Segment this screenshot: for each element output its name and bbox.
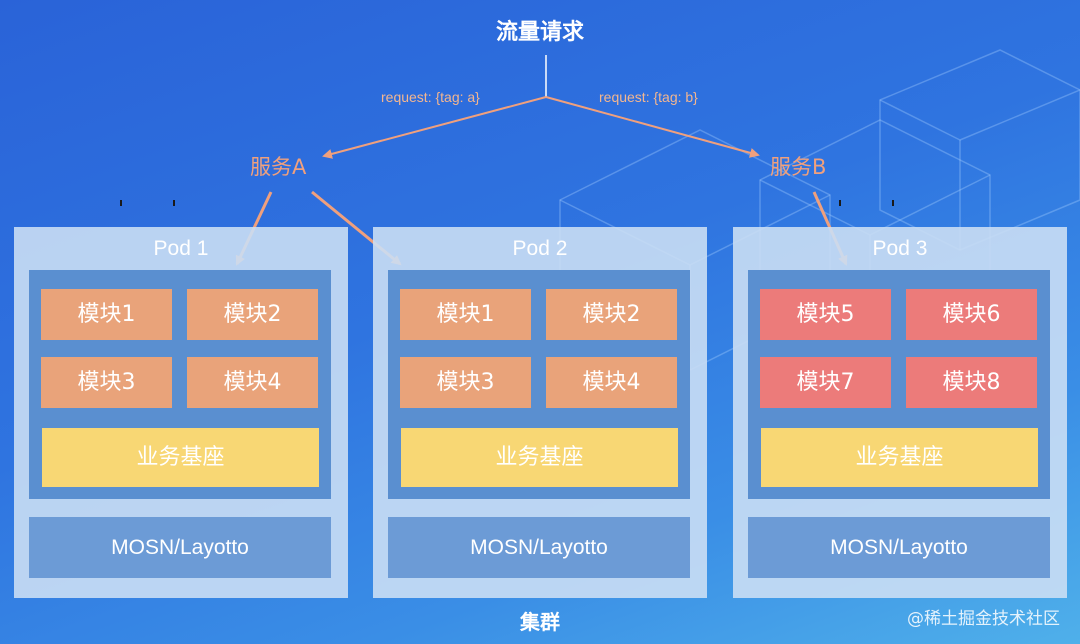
- module-block: 模块3: [41, 357, 172, 408]
- service-b-label: 服务B: [770, 155, 827, 179]
- service-a-label: 服务A: [250, 155, 307, 179]
- mosn-layotto-sidecar: MOSN/Layotto: [388, 517, 690, 578]
- traffic-request-title: 流量请求: [495, 20, 584, 45]
- tick-mark: [120, 200, 122, 206]
- module-container: 模块1 模块2 模块3 模块4 业务基座: [388, 270, 690, 499]
- module-block: 模块8: [906, 357, 1037, 408]
- mosn-layotto-sidecar: MOSN/Layotto: [29, 517, 331, 578]
- cluster-label: 集群: [520, 610, 560, 634]
- business-base: 业务基座: [401, 428, 678, 487]
- pod-label: Pod 1: [153, 237, 209, 260]
- pod-1: Pod 1 模块1 模块2 模块3 模块4 业务基座 MOSN/Layotto: [14, 227, 348, 598]
- pod-3: Pod 3 模块5 模块6 模块7 模块8 业务基座 MOSN/Layotto: [733, 227, 1067, 598]
- module-block: 模块6: [906, 289, 1037, 340]
- module-block: 模块1: [400, 289, 531, 340]
- pod-label: Pod 3: [872, 237, 928, 260]
- pod-2: Pod 2 模块1 模块2 模块3 模块4 业务基座 MOSN/Layotto: [373, 227, 707, 598]
- module-container: 模块1 模块2 模块3 模块4 业务基座: [29, 270, 331, 499]
- module-block: 模块2: [187, 289, 318, 340]
- request-tag-b-label: request: {tag: b}: [599, 89, 698, 105]
- tick-mark: [173, 200, 175, 206]
- business-base: 业务基座: [42, 428, 319, 487]
- module-block: 模块4: [546, 357, 677, 408]
- module-block: 模块7: [760, 357, 891, 408]
- module-container: 模块5 模块6 模块7 模块8 业务基座: [748, 270, 1050, 499]
- business-base: 业务基座: [761, 428, 1038, 487]
- module-block: 模块3: [400, 357, 531, 408]
- request-tag-a-label: request: {tag: a}: [381, 89, 480, 105]
- tick-mark: [892, 200, 894, 206]
- arrow-to-service-a: [322, 96, 547, 159]
- module-block: 模块1: [41, 289, 172, 340]
- module-block: 模块2: [546, 289, 677, 340]
- module-block: 模块5: [760, 289, 891, 340]
- pod-label: Pod 2: [512, 237, 568, 260]
- watermark: @稀土掘金技术社区: [907, 609, 1060, 629]
- tick-mark: [839, 200, 841, 206]
- module-block: 模块4: [187, 357, 318, 408]
- arrow-to-service-b: [545, 96, 760, 158]
- mosn-layotto-sidecar: MOSN/Layotto: [748, 517, 1050, 578]
